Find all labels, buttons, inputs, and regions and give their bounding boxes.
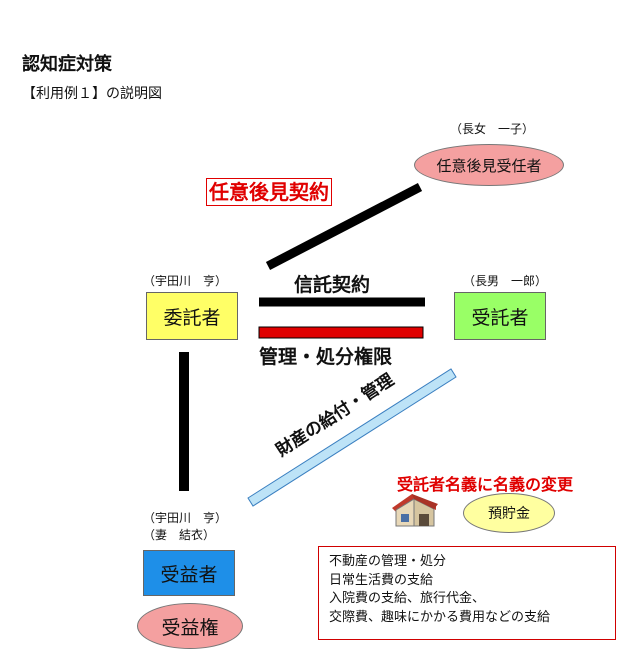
deposit-ellipse: 預貯金 <box>463 493 555 533</box>
name-change-label: 受託者名義に名義の変更 <box>397 475 574 494</box>
details-box: 不動産の管理・処分 日常生活費の支給 入院費の支給、旅行代金、 交際費、趣味にか… <box>318 546 616 640</box>
guardianship-contract-label: 任意後見契約 <box>206 178 332 206</box>
house-icon <box>392 494 438 527</box>
settlor-box: 委託者 <box>146 292 238 340</box>
settlor-note: （宇田川 亨） <box>143 274 228 288</box>
beneficiary-note: （宇田川 亨） （妻 結衣） <box>143 511 228 542</box>
trustee-note: （長男 一郎） <box>463 274 548 288</box>
page-subtitle: 【利用例１】の説明図 <box>22 86 162 102</box>
details-line: 入院費の支給、旅行代金、 <box>329 591 486 606</box>
guardian-note: （長女 一子） <box>450 122 535 136</box>
guardian-ellipse: 任意後見受任者 <box>414 144 564 186</box>
management-rights-label: 管理・処分権限 <box>259 346 393 368</box>
beneficiary-label: 受益者 <box>160 563 218 586</box>
trustee-label: 受託者 <box>471 306 529 329</box>
details-line: 交際費、趣味にかかる費用などの支給 <box>329 609 551 625</box>
details-line: 日常生活費の支給 <box>329 572 434 588</box>
management-rights-bar <box>258 326 424 339</box>
trust-contract-label: 信託契約 <box>294 274 371 296</box>
trustee-box: 受託者 <box>454 292 546 340</box>
details-line: 不動産の管理・処分 <box>329 554 447 569</box>
beneficial-right-label: 受益権 <box>161 616 219 639</box>
beneficial-right-ellipse: 受益権 <box>137 603 243 649</box>
deposit-label: 預貯金 <box>488 506 530 522</box>
beneficiary-box: 受益者 <box>143 550 235 596</box>
page-title: 認知症対策 <box>22 54 112 75</box>
guardianship-contract-line <box>265 183 423 270</box>
guardian-label: 任意後見受任者 <box>436 156 542 175</box>
asset-flow-band <box>247 368 457 507</box>
settlor-label: 委託者 <box>163 306 221 329</box>
